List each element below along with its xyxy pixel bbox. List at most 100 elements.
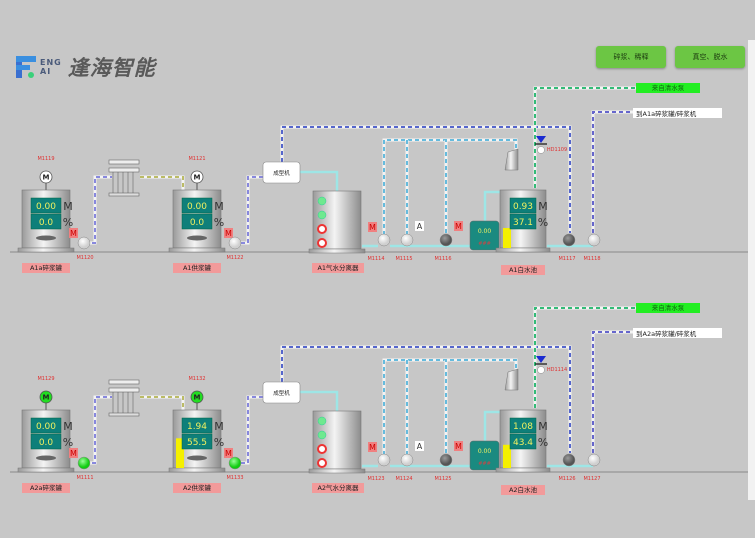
mode-badge-bg: [415, 221, 424, 231]
status-light-green: [317, 430, 327, 440]
equipment-tag: M1129: [37, 376, 54, 382]
pump-m1118[interactable]: [587, 233, 601, 247]
equipment-tag: M1125: [434, 476, 451, 482]
to-pulper-label-bg: [633, 108, 722, 118]
motor-glyph: M: [43, 174, 50, 182]
unit-pct: %: [63, 216, 73, 229]
status-light-green: [317, 196, 327, 206]
motor-icon[interactable]: [39, 390, 53, 404]
rack-mid: [108, 387, 140, 393]
separator-tank-base: [308, 248, 366, 254]
level-display-bg: [509, 213, 537, 230]
pump-m1125[interactable]: [439, 453, 453, 467]
equipment-tag: M1114: [367, 256, 384, 262]
tank-label-bg: [173, 263, 221, 273]
level-value: 43.4: [513, 438, 533, 448]
former-machine[interactable]: [262, 381, 301, 404]
equipment-tag: M1118: [583, 256, 600, 262]
process-line-1: MM11190.000.0M%A1a碎浆罐MM11210.000.0M%A1供浆…: [10, 83, 748, 275]
pulper-pump[interactable]: [77, 456, 91, 470]
equipment-tag: M1122: [226, 255, 243, 261]
motor-icon[interactable]: [190, 170, 204, 184]
equipment-tag: M1127: [583, 476, 600, 482]
unit-pct: %: [214, 216, 224, 229]
pipe: [483, 190, 505, 221]
pipe: [483, 410, 505, 441]
pulper-pump[interactable]: [77, 236, 91, 250]
tank-label-bg: [22, 483, 70, 493]
small-tank[interactable]: [469, 440, 500, 471]
filter-rack[interactable]: [108, 379, 140, 417]
mass-value: 0.93: [513, 202, 533, 212]
level-value: 0.0: [39, 438, 54, 448]
to-pulper-label: 到A1a碎浆罐/碎浆机: [636, 109, 697, 118]
vacuum-dewater-button[interactable]: 真空、脱水: [675, 46, 745, 68]
mass-display-bg: [30, 197, 62, 214]
unit-m: M: [63, 420, 73, 433]
logo-f-icon: [16, 56, 38, 78]
pump-m1126[interactable]: [562, 453, 576, 467]
unit-pct: %: [214, 436, 224, 449]
feed-line-bg: [241, 395, 263, 465]
pump-m1127[interactable]: [587, 453, 601, 467]
unit-m: M: [538, 200, 548, 213]
pump-m1124[interactable]: [400, 453, 414, 467]
pump-m1116[interactable]: [439, 233, 453, 247]
pulp-line-2: [140, 396, 184, 410]
small-tank[interactable]: [469, 220, 500, 251]
former-machine[interactable]: [262, 161, 301, 184]
white-water-line-bg: [382, 358, 518, 455]
agitator-blade: [36, 455, 56, 461]
feed-pump[interactable]: [228, 456, 242, 470]
pulping-dilution-button[interactable]: 碎浆、稀释: [596, 46, 666, 68]
mass-value: 1.94: [187, 422, 207, 432]
unit-pct: %: [538, 436, 548, 449]
equipment-tag: M1119: [37, 156, 54, 162]
vacuum-line: [281, 346, 571, 453]
pipe: [300, 390, 339, 411]
motor-glyph: M: [43, 394, 50, 402]
pulper-tank-base: [17, 247, 75, 253]
status-light-red: [317, 224, 327, 234]
separator-label: A1气水分离器: [317, 263, 359, 272]
feed-pump[interactable]: [228, 236, 242, 250]
mass-display-bg: [509, 197, 537, 214]
valve-body: [537, 366, 545, 374]
motor-icon[interactable]: [190, 390, 204, 404]
mass-value: 1.08: [513, 422, 533, 432]
hydrocyclone[interactable]: [504, 148, 519, 171]
valve-icon[interactable]: [536, 136, 546, 143]
pump-m1123[interactable]: [377, 453, 391, 467]
former-label: 成型机: [273, 169, 290, 177]
filter-rack[interactable]: [108, 159, 140, 197]
to-pulper-label-bg: [633, 328, 722, 338]
equipment-tag: M1115: [395, 256, 412, 262]
equipment-tag: M1124: [395, 476, 412, 482]
motor-icon[interactable]: [39, 170, 53, 184]
valve-body: [537, 146, 545, 154]
level-value: 0.0: [39, 218, 54, 228]
feed-tank-tank-level-bar: [176, 438, 184, 468]
mode-badge-bg: [454, 221, 463, 231]
equipment-tag: HD1109: [547, 147, 567, 153]
motor-glyph: M: [194, 394, 201, 402]
level-display-bg: [30, 433, 62, 450]
level-value: 55.5: [187, 438, 207, 448]
tank-label: A1a碎浆罐: [30, 263, 63, 272]
valve-icon[interactable]: [536, 356, 546, 363]
hydrocyclone[interactable]: [504, 368, 519, 391]
unit-m: M: [214, 420, 224, 433]
pump-m1115[interactable]: [400, 233, 414, 247]
pump-m1117[interactable]: [562, 233, 576, 247]
pump-m1114[interactable]: [377, 233, 391, 247]
equipment-tag: M1126: [558, 476, 575, 482]
pipe: [300, 170, 339, 191]
company-logo: ENG AI 逢海智能: [16, 52, 156, 82]
tank-label: A2a碎浆罐: [30, 483, 63, 492]
tank-label-bg: [173, 483, 221, 493]
unit-pct: %: [538, 216, 548, 229]
vacuum-line: [281, 126, 571, 233]
unit-pct: %: [63, 436, 73, 449]
from-fresh-water-label-bg: [636, 83, 700, 93]
from-fresh-water-label: 来自清水泵: [652, 303, 685, 312]
